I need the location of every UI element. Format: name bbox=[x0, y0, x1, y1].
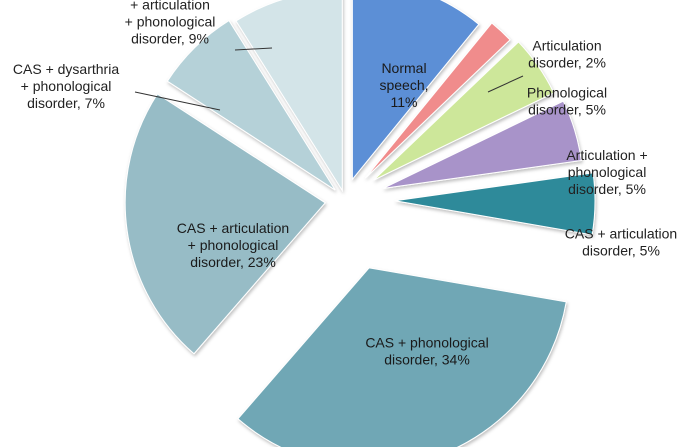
pie-slice-articulation-phonological-disorder-5 bbox=[383, 100, 582, 189]
pie-slice-cas-dysarthria-phonological-disorder-7 bbox=[166, 19, 336, 191]
pie-slice-cas-dysarthria-articulation-phonological-disorder-9 bbox=[235, 0, 343, 193]
leader-line-cas-dysarthria-articulation-phonological-disorder-9 bbox=[234, 47, 273, 51]
leader-line-cas-dysarthria-phonological-disorder-7 bbox=[134, 91, 221, 111]
pie-slice-normal-speech-11 bbox=[351, 0, 480, 181]
pie-slice-articulation-disorder-2 bbox=[364, 22, 511, 179]
pie-slice-phonological-disorder-5 bbox=[373, 41, 555, 181]
slice-label-cas-dysarthria-articulation-phonological-disorder-9: CAS + dysarthria+ articulation+ phonolog… bbox=[117, 0, 223, 47]
pie-slice-cas-articulation-disorder-5 bbox=[394, 172, 596, 236]
pie-slices bbox=[124, 0, 596, 447]
leader-line-articulation-disorder-2 bbox=[487, 75, 524, 93]
pie-slice-cas-articulation-phonological-disorder-23 bbox=[124, 93, 326, 355]
pie-slice-cas-phonological-disorder-34 bbox=[237, 267, 567, 447]
